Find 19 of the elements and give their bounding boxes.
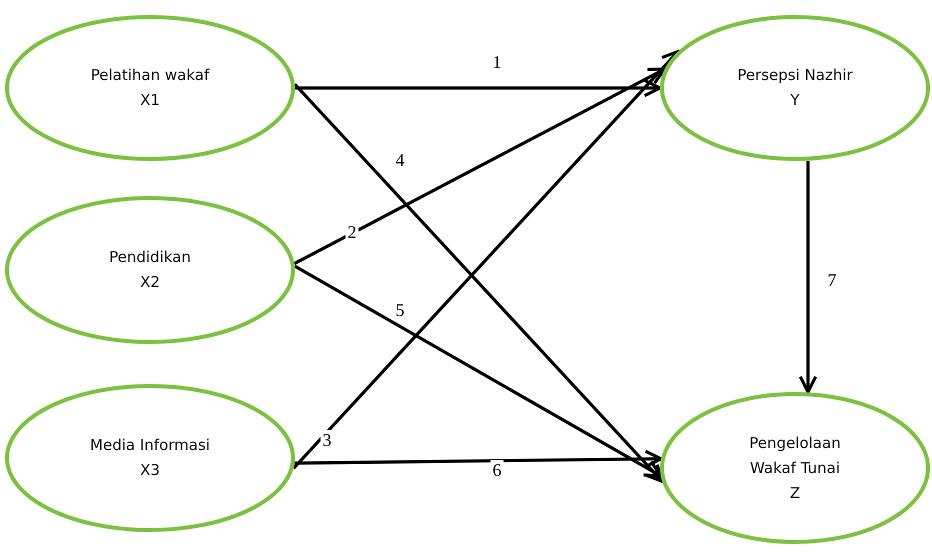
node-label: Persepsi Nazhir [737, 65, 853, 86]
ellipse-node [660, 15, 930, 161]
arrow [294, 68, 666, 265]
variable-code: Z [790, 482, 800, 504]
ellipse-node [660, 392, 930, 544]
node-label: Pendidikan [109, 247, 191, 268]
node-label: Pengelolaan Wakaf Tunai [748, 432, 842, 478]
arrow [798, 161, 818, 394]
variable-code: X3 [140, 460, 160, 481]
ellipse-node [5, 15, 295, 161]
node-label: Pelatihan wakaf [90, 65, 210, 86]
variable-code: X2 [140, 272, 160, 293]
ellipse-node [5, 384, 295, 532]
node-label: Media Informasi [90, 435, 210, 456]
ellipse-node [5, 196, 295, 344]
variable-code: X1 [140, 90, 160, 111]
variable-code: Y [790, 90, 800, 111]
arrow [295, 78, 662, 98]
arrow [294, 450, 663, 468]
